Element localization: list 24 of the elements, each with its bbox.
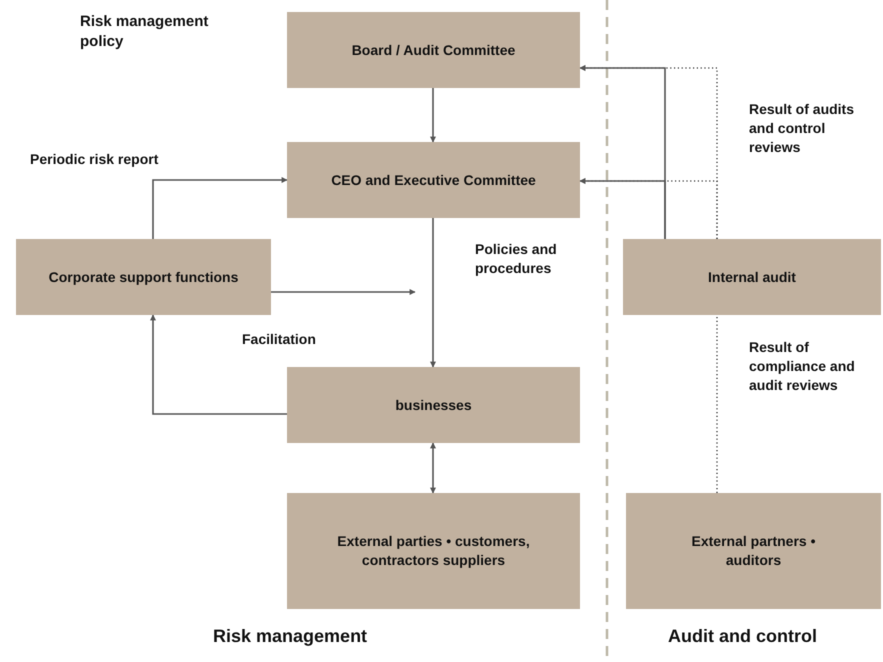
annotation: Risk management policy — [80, 12, 210, 52]
section-heading: Risk management — [213, 625, 368, 648]
process-box — [287, 367, 580, 443]
process-box — [16, 239, 271, 315]
arrow — [430, 218, 436, 368]
arrow — [430, 88, 436, 143]
box-label: Internal audit — [708, 268, 796, 286]
process-box — [287, 12, 580, 88]
section-heading: Audit and control — [668, 625, 817, 648]
arrow — [271, 289, 416, 295]
box-label: External parties • customers, contractors suppliers — [336, 532, 531, 570]
box-label: CEO and Executive Committee — [331, 170, 536, 190]
arrow — [579, 178, 666, 239]
arrow — [150, 314, 287, 415]
arrow — [430, 442, 436, 494]
process-box — [287, 493, 580, 609]
box-label: businesses — [395, 396, 472, 414]
box-label: Board / Audit Committee — [352, 40, 516, 60]
box-label: Corporate support functions — [48, 268, 238, 286]
process-box — [623, 239, 881, 315]
arrow — [152, 177, 288, 239]
process-box — [626, 493, 881, 609]
box-label: External partners • auditors — [690, 532, 816, 570]
process-box — [287, 142, 580, 218]
